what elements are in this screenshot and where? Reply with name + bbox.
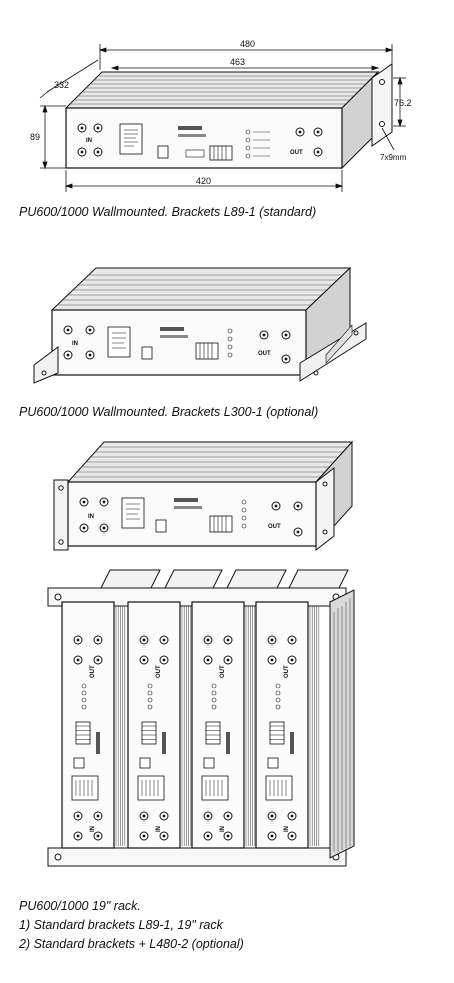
mounting-foot-left — [33, 346, 59, 384]
module-label-out: OUT — [156, 665, 162, 678]
panel-label-out: OUT — [290, 150, 303, 156]
unit-top-heatsink — [64, 71, 380, 109]
front-panel: IN OUT — [65, 107, 343, 169]
module-label-in: IN — [90, 826, 96, 832]
module-heatsink-fins — [181, 606, 192, 846]
rack-rail-bottom — [47, 847, 347, 867]
panel-label-out: OUT — [268, 524, 281, 530]
caption-l300-bracket: PU600/1000 Wallmounted. Brackets L300-1 … — [19, 405, 319, 419]
module-label-out: OUT — [220, 665, 226, 678]
rack-ear-left — [53, 479, 69, 551]
module-label-in: IN — [220, 826, 226, 832]
dimension-label-420: 420 — [196, 176, 211, 186]
dimension-inner-width — [110, 65, 380, 71]
unit-top-heatsink — [50, 267, 352, 311]
mounting-foot-right — [299, 322, 367, 382]
rack-side-heatsink — [329, 589, 355, 859]
mounting-bracket — [371, 63, 393, 147]
unit-drawing-l300-bracket: IN OUT — [33, 266, 367, 384]
rack-module-1: OUT IN — [61, 601, 126, 849]
panel-label-in: IN — [72, 341, 78, 347]
rack-ear-right — [315, 466, 335, 552]
dimension-label-480: 480 — [240, 39, 255, 49]
panel-label-in: IN — [88, 514, 94, 520]
module-label-out: OUT — [90, 665, 96, 678]
rack-module-4: OUT IN — [255, 601, 320, 849]
panel-label-out: OUT — [258, 351, 271, 357]
dimension-label-463: 463 — [230, 57, 245, 67]
caption-l89-bracket: PU600/1000 Wallmounted. Brackets L89-1 (… — [19, 205, 317, 219]
panel-label-in: IN — [86, 138, 92, 144]
dimension-label-slot: 7x9mm — [380, 153, 407, 162]
module-label-in: IN — [156, 826, 162, 832]
unit-drawing-rack-front: IN OUT — [53, 440, 354, 552]
caption-rack-line-1: PU600/1000 19" rack. — [19, 899, 141, 913]
rack-module-3: OUT IN — [191, 601, 256, 849]
unit-drawing-l89-bracket: 480 463 332 89 — [30, 39, 412, 192]
front-panel: IN OUT — [67, 481, 317, 547]
dimension-label-89: 89 — [30, 132, 40, 142]
module-heatsink-fins — [115, 606, 126, 846]
caption-rack-line-3: 2) Standard brackets + L480-2 (optional) — [19, 937, 244, 951]
unit-top-heatsink — [66, 441, 354, 483]
dimension-overall-width — [98, 44, 394, 90]
dimension-label-76-2: 76.2 — [394, 98, 412, 108]
module-label-in: IN — [284, 826, 290, 832]
rack-rear-covers — [99, 569, 349, 591]
module-heatsink-fins — [309, 606, 320, 846]
dimension-label-332: 332 — [54, 80, 69, 90]
rack-assembly-drawing: OUT IN OUT IN OUT IN OUT IN — [47, 569, 355, 867]
module-heatsink-fins — [245, 606, 256, 846]
caption-rack-line-2: 1) Standard brackets L89-1, 19" rack — [19, 918, 223, 932]
module-label-out: OUT — [284, 665, 290, 678]
front-panel: IN OUT — [51, 309, 307, 376]
rack-module-2: OUT IN — [127, 601, 192, 849]
